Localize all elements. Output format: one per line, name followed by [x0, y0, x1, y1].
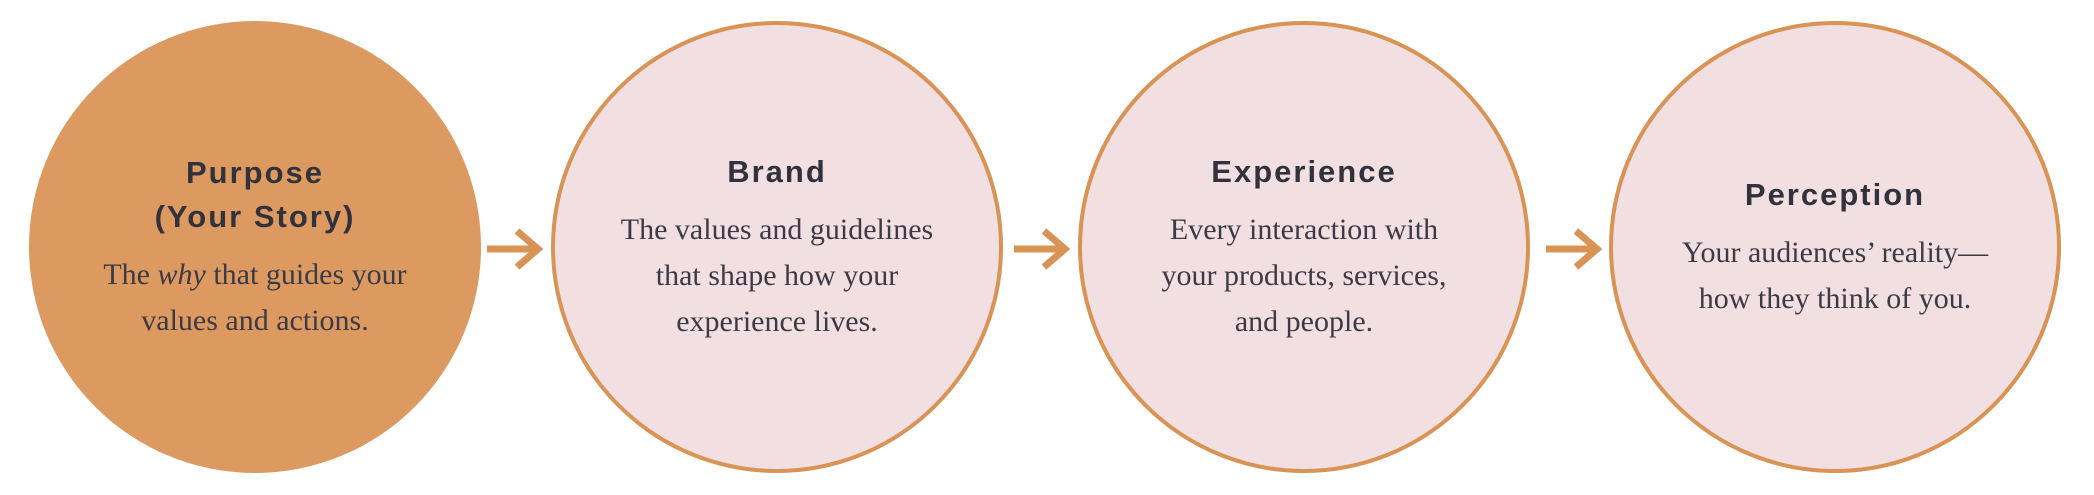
- circle-purpose: Purpose (Your Story) The why that guides…: [29, 21, 481, 473]
- title-line: Perception: [1744, 176, 1926, 212]
- circle-brand-title: Brand: [727, 150, 827, 194]
- title-line: Experience: [1211, 153, 1397, 189]
- circle-brand-description: The values and guidelines that shape how…: [621, 207, 933, 345]
- text-line: that shape how your: [655, 258, 899, 292]
- text-line: your products, services,: [1161, 258, 1447, 292]
- text-line: experience lives.: [676, 304, 878, 338]
- right-arrow-icon: [487, 228, 544, 270]
- circle-perception-title: Perception: [1745, 173, 1925, 217]
- circle-perception-description: Your audiences’ reality— how they think …: [1682, 230, 1988, 322]
- text-line: Every interaction with: [1169, 212, 1439, 246]
- text-segment: that guides your: [205, 257, 407, 291]
- title-line: Brand: [727, 153, 827, 189]
- text-line: Your audiences’ reality—: [1681, 235, 1989, 269]
- text-line: and people.: [1234, 304, 1374, 338]
- circle-experience-description: Every interaction with your products, se…: [1162, 207, 1447, 345]
- text-segment-italic: why: [157, 257, 206, 291]
- text-segment: The: [103, 257, 158, 291]
- right-arrow-icon: [1546, 228, 1603, 270]
- title-line: (Your Story): [154, 198, 356, 234]
- right-arrow-icon: [1014, 228, 1071, 270]
- text-line: The why that guides your: [103, 252, 406, 298]
- circle-experience: Experience Every interaction with your p…: [1078, 21, 1530, 473]
- circle-perception: Perception Your audiences’ reality— how …: [1609, 21, 2061, 473]
- text-line: how they think of you.: [1698, 281, 1972, 315]
- text-line: The values and guidelines: [620, 212, 934, 246]
- circle-purpose-title: Purpose (Your Story): [155, 151, 356, 239]
- circle-purpose-description: The why that guides your values and acti…: [103, 252, 406, 344]
- title-line: Purpose: [185, 154, 325, 190]
- text-line: values and actions.: [141, 303, 369, 337]
- circle-experience-title: Experience: [1211, 150, 1396, 194]
- circle-brand: Brand The values and guidelines that sha…: [551, 21, 1003, 473]
